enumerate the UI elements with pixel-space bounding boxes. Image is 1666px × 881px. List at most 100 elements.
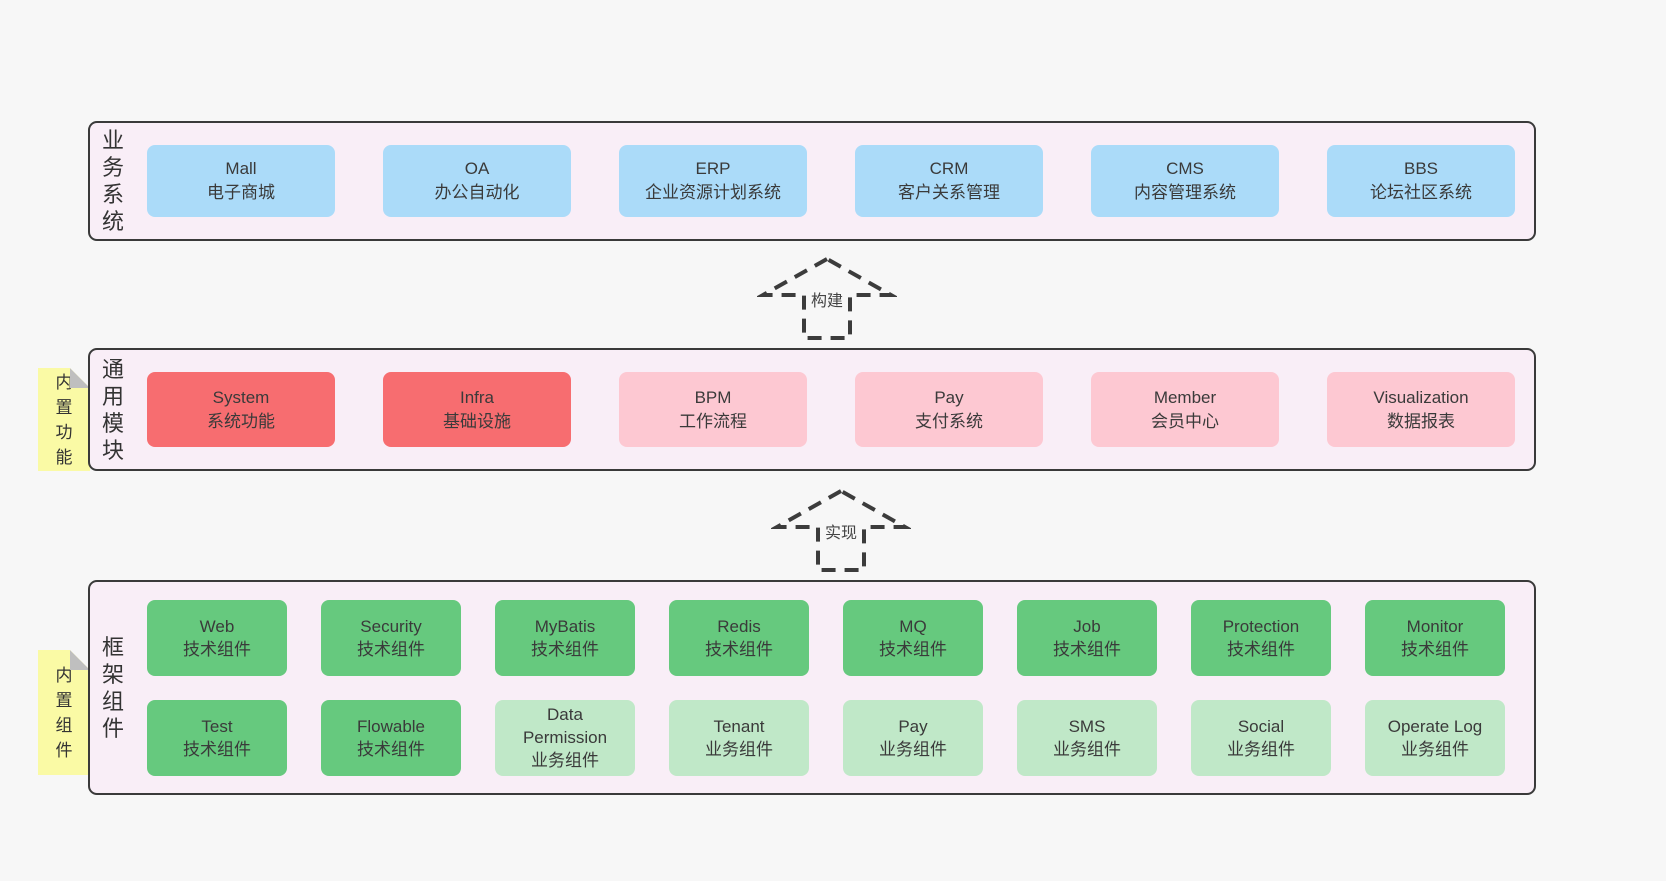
box-visualization: Visualization 数据报表 (1327, 372, 1515, 447)
box-title: CMS (1166, 159, 1204, 178)
box-subtitle: 技术组件 (183, 639, 251, 659)
box-title: Test (201, 716, 233, 736)
sticky-note-built-in-components: 内置组件 (38, 650, 90, 775)
panel-framework-components: 框架组件 Web 技术组件 Security 技术组件 MyBatis 技术组件… (88, 580, 1536, 795)
components-row-2: Test 技术组件 Flowable 技术组件 Data Permission … (147, 699, 1505, 776)
box-title: ERP (695, 159, 731, 178)
box-title: OA (464, 159, 490, 178)
box-mall: Mall 电子商城 (147, 145, 335, 217)
note-label: 内置功能 (55, 372, 73, 467)
box-title: Operate Log (1387, 716, 1483, 736)
box-pay: Pay 支付系统 (855, 372, 1043, 447)
box-operate-log: Operate Log 业务组件 (1365, 699, 1505, 776)
components-box-grid: Web 技术组件 Security 技术组件 MyBatis 技术组件 Redi… (147, 599, 1505, 776)
box-subtitle: 企业资源计划系统 (645, 183, 781, 202)
panel-label-common-modules: 通用模块 (101, 356, 124, 463)
box-title: BPM (694, 387, 732, 407)
box-subtitle: 会员中心 (1151, 411, 1219, 431)
box-subtitle: 工作流程 (679, 411, 747, 431)
box-subtitle: 支付系统 (915, 411, 983, 431)
panel-label-business-systems: 业务系统 (101, 128, 124, 234)
box-crm: CRM 客户关系管理 (855, 145, 1043, 217)
box-title: Visualization (1373, 387, 1469, 407)
box-subtitle: 技术组件 (1053, 639, 1121, 659)
box-title: Flowable (356, 716, 426, 736)
box-member: Member 会员中心 (1091, 372, 1279, 447)
up-arrow-icon (757, 256, 897, 340)
note-fold-corner (70, 368, 90, 388)
box-title: Web (199, 616, 235, 636)
up-arrow-icon (771, 488, 911, 572)
box-monitor: Monitor 技术组件 (1365, 599, 1505, 676)
box-title: Pay (898, 716, 928, 736)
box-bbs: BBS 论坛社区系统 (1327, 145, 1515, 217)
box-subtitle: 技术组件 (183, 739, 251, 759)
box-security: Security 技术组件 (321, 599, 461, 676)
box-subtitle: 办公自动化 (434, 183, 520, 202)
box-subtitle: 论坛社区系统 (1370, 183, 1472, 202)
box-subtitle: 业务组件 (1053, 739, 1121, 759)
box-sms: SMS 业务组件 (1017, 699, 1157, 776)
modules-box-row: System 系统功能 Infra 基础设施 BPM 工作流程 Pay 支付系统… (147, 372, 1515, 447)
arrow-label: 实现 (821, 519, 861, 543)
box-oa: OA 办公自动化 (383, 145, 571, 217)
box-data-permission: Data Permission 业务组件 (495, 699, 635, 776)
box-title: System (212, 387, 270, 407)
box-subtitle: 系统功能 (207, 411, 275, 431)
box-web: Web 技术组件 (147, 599, 287, 676)
box-title: Social (1237, 716, 1285, 736)
business-box-row: Mall 电子商城 OA 办公自动化 ERP 企业资源计划系统 CRM 客户关系… (147, 145, 1515, 217)
box-pay-biz: Pay 业务组件 (843, 699, 983, 776)
box-title: Pay (934, 387, 964, 407)
box-title: Infra (459, 387, 495, 407)
box-title: Protection (1222, 616, 1300, 636)
components-row-1: Web 技术组件 Security 技术组件 MyBatis 技术组件 Redi… (147, 599, 1505, 676)
box-subtitle: 客户关系管理 (898, 183, 1000, 202)
arrow-implement: 实现 (771, 486, 911, 574)
box-subtitle: 技术组件 (357, 639, 425, 659)
box-title: Security (360, 616, 422, 636)
box-subtitle: 基础设施 (443, 411, 511, 431)
box-subtitle: 技术组件 (1227, 639, 1295, 659)
box-subtitle: 技术组件 (357, 739, 425, 759)
arrow-label: 构建 (807, 287, 847, 311)
box-subtitle: 业务组件 (1401, 739, 1469, 759)
box-subtitle: 数据报表 (1387, 411, 1455, 431)
box-subtitle: 业务组件 (1227, 739, 1295, 759)
box-title: Data Permission (522, 705, 608, 747)
box-subtitle: 技术组件 (879, 639, 947, 659)
box-subtitle: 业务组件 (879, 739, 947, 759)
box-title: Member (1153, 387, 1217, 407)
box-infra: Infra 基础设施 (383, 372, 571, 447)
box-system: System 系统功能 (147, 372, 335, 447)
box-erp: ERP 企业资源计划系统 (619, 145, 807, 217)
panel-common-modules: 通用模块 System 系统功能 Infra 基础设施 BPM 工作流程 Pay… (88, 348, 1536, 471)
box-title: Mall (225, 159, 257, 178)
panel-label-framework-components: 框架组件 (101, 634, 124, 741)
arrow-build: 构建 (757, 254, 897, 342)
box-subtitle: 业务组件 (705, 739, 773, 759)
box-job: Job 技术组件 (1017, 599, 1157, 676)
box-title: BBS (1403, 159, 1439, 178)
box-protection: Protection 技术组件 (1191, 599, 1331, 676)
box-flowable: Flowable 技术组件 (321, 699, 461, 776)
box-title: MQ (899, 616, 927, 636)
note-fold-corner (70, 650, 90, 670)
box-cms: CMS 内容管理系统 (1091, 145, 1279, 217)
box-mq: MQ 技术组件 (843, 599, 983, 676)
box-title: CRM (929, 159, 969, 178)
note-label: 内置组件 (55, 665, 73, 760)
box-subtitle: 内容管理系统 (1134, 183, 1236, 202)
box-title: Job (1073, 616, 1101, 636)
box-title: Redis (717, 616, 761, 636)
box-bpm: BPM 工作流程 (619, 372, 807, 447)
box-mybatis: MyBatis 技术组件 (495, 599, 635, 676)
box-title: Tenant (713, 716, 765, 736)
box-social: Social 业务组件 (1191, 699, 1331, 776)
box-title: MyBatis (534, 616, 596, 636)
box-tenant: Tenant 业务组件 (669, 699, 809, 776)
box-subtitle: 技术组件 (705, 639, 773, 659)
box-subtitle: 电子商城 (207, 183, 275, 202)
box-subtitle: 业务组件 (531, 751, 599, 770)
